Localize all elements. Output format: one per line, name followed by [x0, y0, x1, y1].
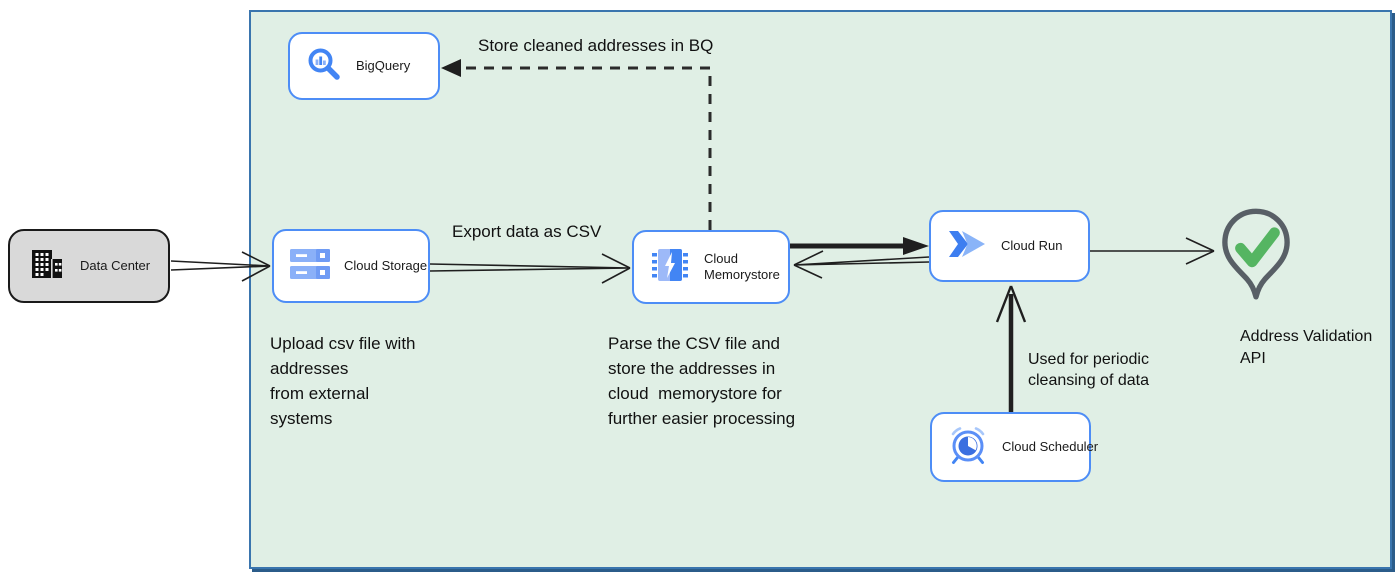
cloud-scheduler-label: Cloud Scheduler [1002, 439, 1099, 454]
node-cloud-memorystore: Cloud Memorystore [632, 230, 790, 304]
check-icon [1235, 227, 1280, 268]
annotation-export-csv: Export data as CSV [452, 222, 602, 241]
annotation-store-bq: Store cleaned addresses in BQ [478, 36, 714, 55]
bigquery-label: BigQuery [356, 58, 411, 73]
annotation-periodic-cleansing: Used for periodic cleansing of data [1028, 351, 1149, 389]
cloud-memorystore-icon [650, 245, 690, 290]
annotation-parse-csv: Parse the CSV file and store the address… [608, 334, 796, 428]
node-bigquery: BigQuery [288, 32, 440, 100]
cloud-storage-label: Cloud Storage [344, 258, 428, 273]
cloud-boundary-container [249, 10, 1392, 569]
node-cloud-run: Cloud Run [929, 210, 1090, 282]
address-validation-pin-icon [1221, 207, 1291, 312]
bigquery-icon [306, 46, 342, 87]
data-center-icon [30, 248, 64, 285]
cloud-storage-icon [290, 247, 330, 286]
cloud-memorystore-label: Cloud Memorystore [704, 251, 780, 282]
cloud-scheduler-icon [948, 425, 988, 470]
node-cloud-scheduler: Cloud Scheduler [930, 412, 1098, 482]
data-center-label: Data Center [80, 258, 151, 273]
annotation-upload-csv: Upload csv file with addresses from exte… [270, 334, 416, 428]
address-validation-api-label: Address Validation API [1240, 328, 1373, 367]
node-cloud-storage: Cloud Storage [272, 229, 430, 303]
cloud-run-label: Cloud Run [1001, 238, 1063, 253]
cloud-run-icon [947, 229, 987, 264]
node-data-center: Data Center [8, 229, 170, 303]
